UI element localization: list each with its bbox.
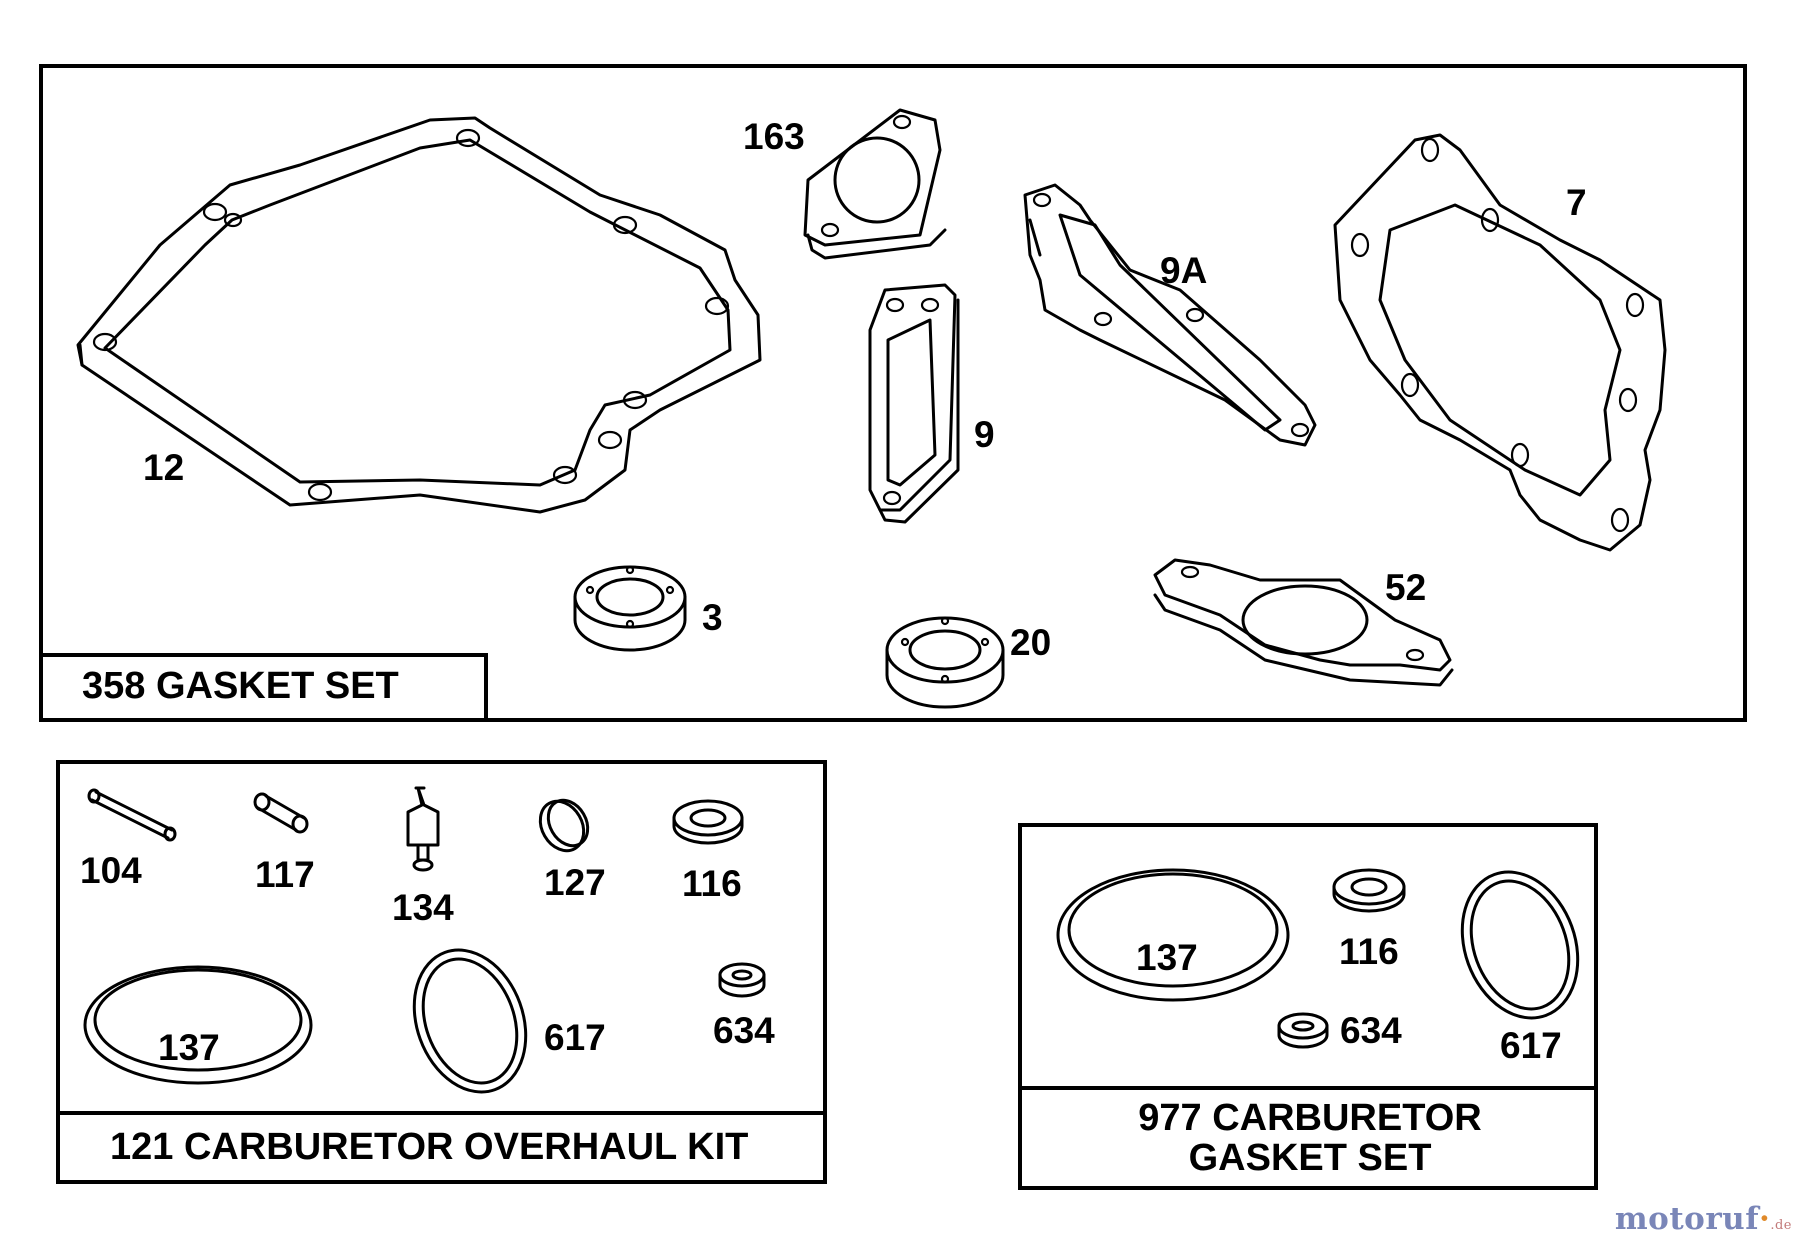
needle-134-part (406, 786, 440, 872)
part-label-9: 9 (974, 414, 995, 455)
gasket-set-title-box (39, 653, 488, 722)
oring-137-part (83, 965, 313, 1085)
sleeve-117-part (253, 792, 309, 834)
part-label-20: 20 (1010, 622, 1051, 663)
part-label-117: 117 (255, 854, 315, 895)
part-label-137-set: 137 (1136, 937, 1198, 978)
part-label-134: 134 (392, 887, 454, 928)
oring-137-set-part (1056, 868, 1290, 1002)
overhaul-kit-title: 121 CARBURETOR OVERHAUL KIT (110, 1126, 748, 1168)
watermark-dot: · (1759, 1201, 1771, 1237)
part-label-7: 7 (1566, 182, 1587, 223)
crankcase-gasket-part (76, 116, 762, 514)
oring-617-set-part (1460, 870, 1580, 1020)
part-label-9a: 9A (1160, 250, 1207, 291)
gasket-163-part (803, 108, 947, 260)
washer-634-set-part (1277, 1012, 1329, 1049)
gasket-9a-part (1023, 183, 1317, 447)
washer-116-set-part (1332, 868, 1406, 913)
gasket-set-frame (39, 64, 1747, 722)
part-label-52: 52 (1385, 567, 1426, 608)
seal-20-part (885, 616, 1005, 709)
gasket-52-part (1153, 558, 1454, 687)
oring-617-part (412, 948, 528, 1094)
carb-gasket-set-title-line2: GASKET SET (1189, 1137, 1432, 1179)
part-label-634-set: 634 (1340, 1010, 1402, 1051)
gasket-9-part (868, 283, 960, 524)
carb-gasket-set-title-line1: 977 CARBURETOR (1138, 1097, 1481, 1139)
watermark-logo: motoruf·.de (1615, 1201, 1792, 1237)
part-label-104: 104 (80, 850, 142, 891)
part-label-137: 137 (158, 1027, 220, 1068)
pin-104-part (87, 788, 177, 842)
part-label-3: 3 (702, 597, 723, 638)
overhaul-kit-frame (56, 760, 827, 1184)
part-label-634: 634 (713, 1010, 775, 1051)
part-label-116-set: 116 (1339, 931, 1399, 972)
gasket-set-title: 358 GASKET SET (82, 665, 399, 707)
part-label-116: 116 (682, 863, 742, 904)
part-label-127: 127 (544, 862, 606, 903)
part-label-163: 163 (743, 116, 805, 157)
part-label-617-set: 617 (1500, 1025, 1562, 1066)
part-label-12: 12 (143, 447, 184, 488)
washer-116-part (672, 799, 744, 845)
washer-634-part (718, 962, 766, 998)
watermark-tld: .de (1770, 1218, 1792, 1233)
part-label-617: 617 (544, 1017, 606, 1058)
seal-3-part (573, 565, 687, 652)
plug-127-part (538, 798, 590, 853)
watermark-brand: motoruf (1614, 1201, 1760, 1237)
head-gasket-part (1333, 133, 1667, 552)
carb-gasket-set-frame (1018, 823, 1598, 1190)
